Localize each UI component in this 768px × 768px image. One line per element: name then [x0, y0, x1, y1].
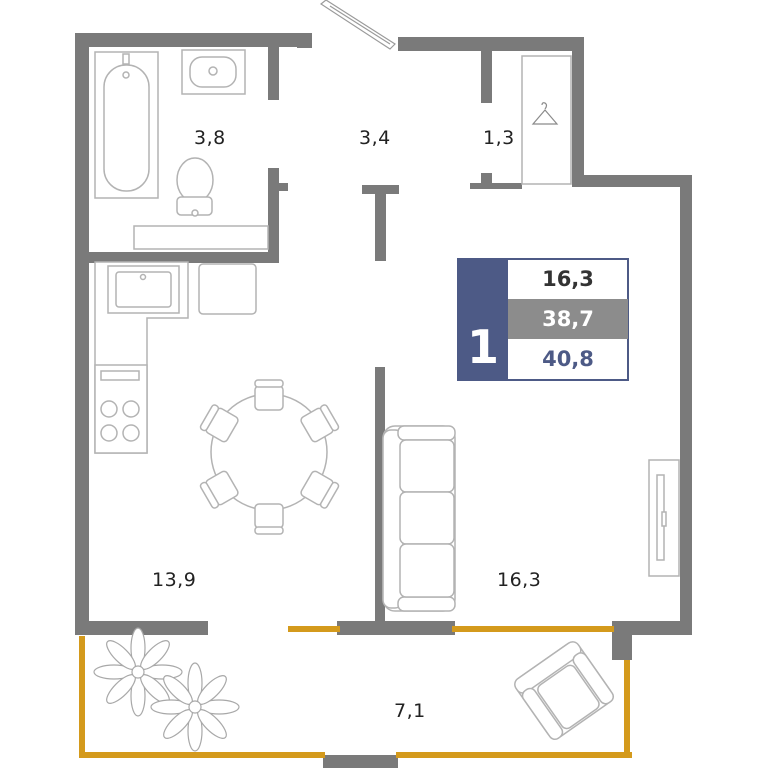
room-area-balcony: 7,1 [394, 700, 426, 722]
balcony-rail [79, 626, 632, 758]
bathroom-shelf [133, 225, 269, 250]
full-area-value: 40,8 [542, 347, 594, 371]
chair-icon [199, 470, 239, 509]
total-area-value: 38,7 [542, 307, 594, 331]
info-box-bg [457, 258, 629, 381]
living-area-value: 16,3 [542, 267, 594, 291]
tv-stand-icon [648, 459, 680, 577]
kitchen-sink-icon [107, 265, 180, 314]
bathtub-icon [94, 51, 159, 199]
chair-icon [199, 404, 239, 443]
rooms-count: 1 [466, 320, 499, 374]
sink-icon [181, 49, 246, 95]
room-area-kitchen: 13,9 [152, 569, 197, 591]
plant-icon [150, 662, 240, 752]
apartment-info-box: 1 16,3 38,7 40,8 [458, 259, 628, 380]
chair-icon [254, 379, 284, 411]
door-icon [319, 0, 396, 50]
room-area-wardrobe: 1,3 [483, 127, 515, 149]
toilet-icon [176, 157, 214, 217]
wardrobe-shelf [521, 55, 572, 185]
fridge-icon [198, 263, 257, 315]
room-area-hallway: 3,4 [359, 127, 391, 149]
chair-icon [300, 404, 340, 443]
sofa-icon [382, 425, 456, 612]
chair-icon [300, 470, 340, 509]
chairs [199, 379, 340, 535]
room-area-living-room: 16,3 [497, 569, 542, 591]
room-area-bathroom: 3,8 [194, 127, 226, 149]
armchair-icon [514, 641, 615, 741]
walls [75, 33, 692, 768]
stove-icon [94, 364, 148, 454]
chair-icon [254, 503, 284, 535]
hanger-icon [531, 102, 559, 125]
